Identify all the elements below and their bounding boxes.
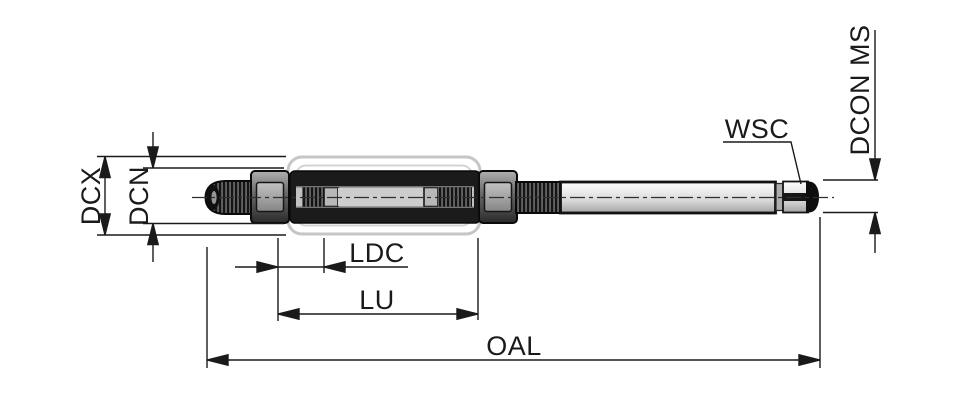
label-dcon-ms: DCON MS — [845, 25, 875, 156]
dimension-oal — [206, 217, 821, 368]
end-cap — [806, 181, 819, 213]
label-wsc: WSC — [725, 114, 790, 144]
arrowhead — [277, 308, 300, 320]
arrowhead — [869, 158, 881, 181]
dimension-dcx — [97, 155, 286, 236]
dimensions — [97, 30, 881, 368]
label-oal: OAL — [486, 331, 542, 361]
arrowhead — [206, 354, 229, 366]
label-dcn: DCN — [124, 166, 154, 226]
label-lu: LU — [359, 285, 395, 315]
dimension-ldc — [235, 238, 408, 321]
arrowhead — [869, 211, 881, 235]
label-dcx: DCX — [76, 167, 106, 226]
arrowhead — [147, 146, 159, 169]
arrowhead — [456, 308, 479, 320]
dimension-dcon-ms — [823, 30, 881, 253]
arrowhead — [256, 261, 279, 273]
leader-line — [723, 141, 802, 185]
dimension-dcn — [143, 132, 284, 262]
leader-wsc — [723, 141, 802, 185]
dimension-labels: DCX DCN LDC LU OAL WSC DCON MS — [76, 25, 875, 362]
arrowhead — [323, 261, 346, 273]
tool-drawing — [192, 155, 834, 236]
label-ldc: LDC — [349, 238, 405, 268]
arrowhead — [798, 354, 821, 366]
dimension-lu — [277, 238, 479, 320]
